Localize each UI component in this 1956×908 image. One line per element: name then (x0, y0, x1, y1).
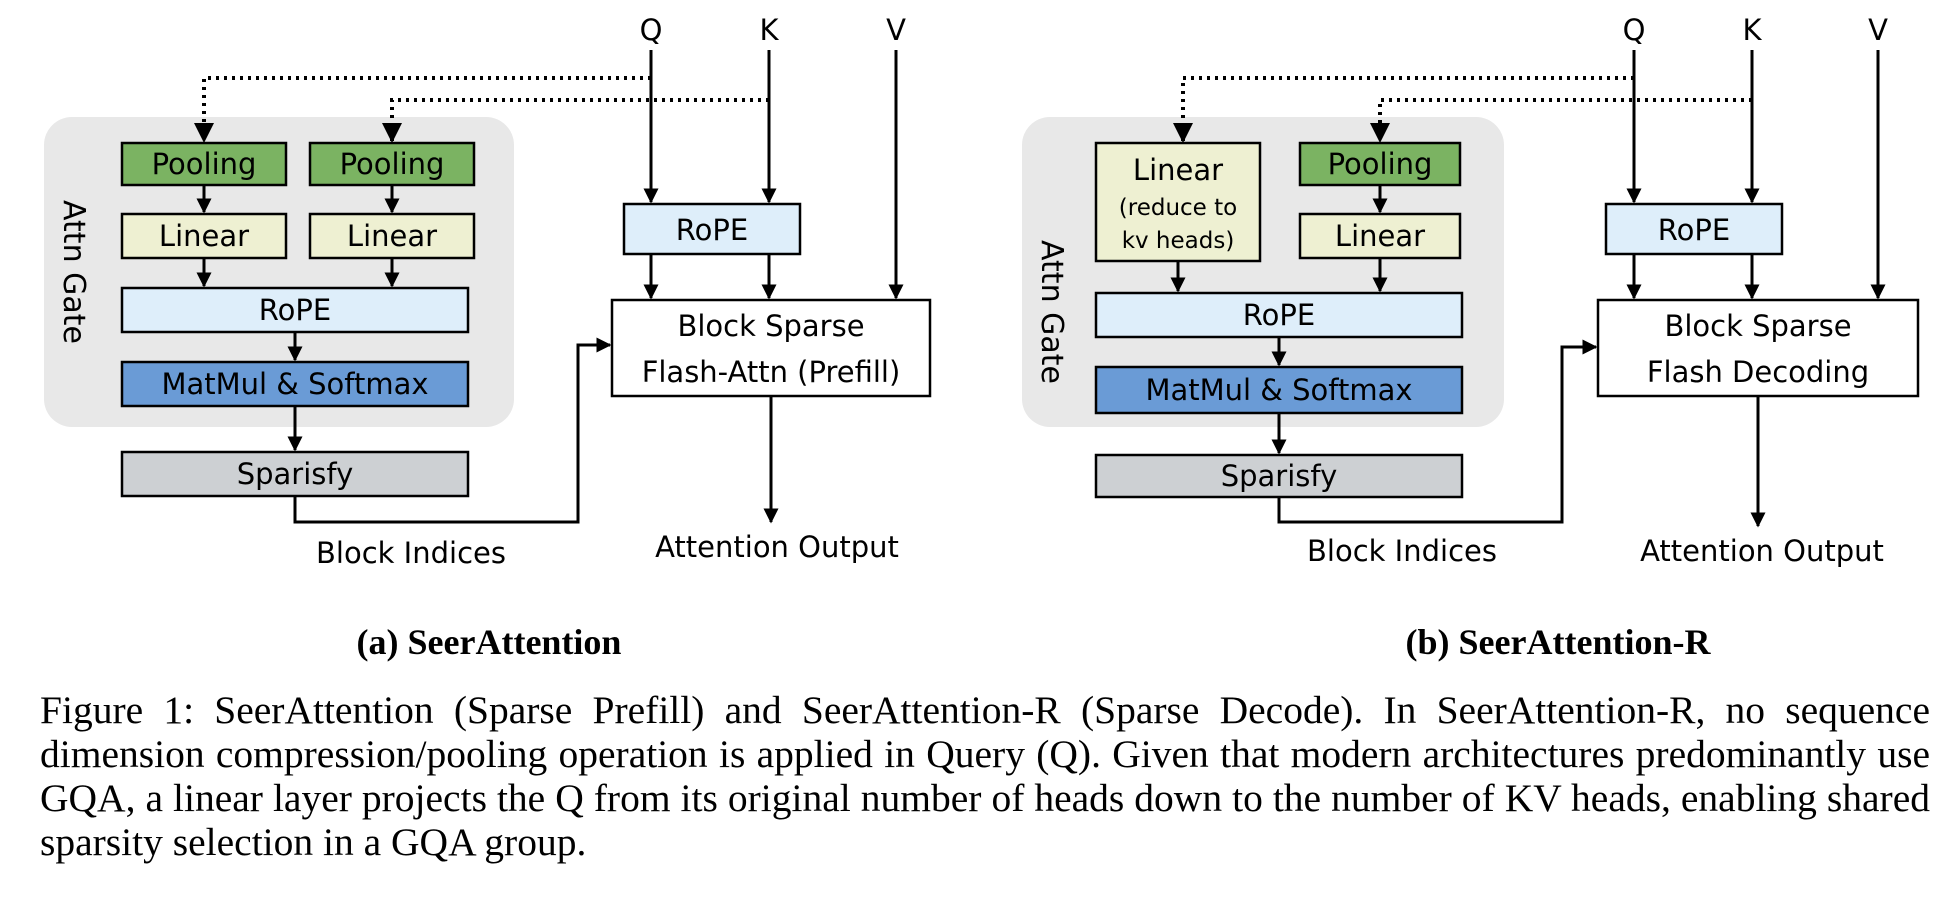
linear-reduce-line3: kv heads) (1122, 228, 1235, 254)
attn-gate-label: Attn Gate (56, 200, 91, 344)
linear-reduce-box (1094, 141, 1262, 263)
rope-main-box-r (1604, 202, 1784, 256)
block-sparse-attn-line2: Flash-Attn (Prefill) (642, 355, 901, 389)
linear-k-box-r (1298, 212, 1462, 260)
linear-reduce-line1: Linear (1133, 153, 1223, 187)
panel-seerattention: Attn Gate Q K V Pooling Pooling Linear L… (44, 13, 932, 662)
linear-reduce-line2: (reduce to (1119, 195, 1237, 221)
block-indices-label-r: Block Indices (1307, 534, 1497, 568)
block-indices-path-r (1277, 339, 1598, 524)
rope-main-text-r: RoPE (1658, 213, 1730, 247)
rope-gate-text-r: RoPE (1243, 298, 1315, 332)
pooling-q-box (120, 141, 288, 187)
input-k-label: K (759, 13, 779, 47)
sparsify-text-r: Sparisfy (1221, 459, 1338, 493)
sparsify-text: Sparisfy (237, 457, 354, 491)
block-indices-path (293, 337, 612, 524)
sparsify-box (120, 450, 470, 498)
q-dotted-tap-r (1173, 76, 1634, 143)
input-v-label-r: V (1868, 13, 1888, 47)
input-q-label-r: Q (1623, 13, 1646, 47)
figure-diagram: Attn Gate Q K V Pooling Pooling Linear L… (44, 13, 1920, 662)
block-sparse-attn-line1: Block Sparse (677, 309, 864, 343)
rope-gate-box (120, 286, 470, 334)
matmul-softmax-box (120, 360, 470, 408)
attn-gate-label-r: Attn Gate (1034, 240, 1069, 384)
attention-output-label: Attention Output (655, 530, 899, 564)
block-sparse-decode-line2: Flash Decoding (1647, 355, 1869, 389)
q-dotted-tap (194, 76, 651, 143)
attention-output-label-r: Attention Output (1640, 534, 1884, 568)
pooling-q-text: Pooling (152, 147, 257, 181)
k-dotted-tap (382, 98, 769, 143)
panel-seerattention-r: Attn Gate Q K V Linear (reduce to kv hea… (1022, 13, 1920, 662)
block-sparse-decode-line1: Block Sparse (1664, 309, 1851, 343)
sparsify-box-r (1094, 453, 1464, 499)
attn-gate-background (44, 117, 514, 427)
input-q-label: Q (640, 13, 663, 47)
pooling-k-text: Pooling (340, 147, 445, 181)
subfigure-a-title: (a) SeerAttention (357, 622, 622, 662)
rope-main-box (622, 202, 802, 256)
matmul-softmax-text: MatMul & Softmax (161, 367, 428, 401)
linear-k-text-r: Linear (1335, 219, 1425, 253)
pooling-k-box-r (1298, 141, 1462, 187)
matmul-softmax-text-r: MatMul & Softmax (1145, 373, 1412, 407)
block-sparse-decode-box (1596, 298, 1920, 398)
linear-q-text: Linear (159, 219, 249, 253)
pooling-k-text-r: Pooling (1328, 147, 1433, 181)
block-indices-label: Block Indices (316, 536, 506, 570)
rope-gate-box-r (1094, 291, 1464, 339)
input-v-label: V (886, 13, 906, 47)
linear-k-text: Linear (347, 219, 437, 253)
matmul-softmax-box-r (1094, 365, 1464, 415)
rope-gate-text: RoPE (259, 293, 331, 327)
subfigure-b-title: (b) SeerAttention-R (1406, 622, 1712, 662)
block-sparse-attn-box (610, 298, 932, 398)
input-k-label-r: K (1742, 13, 1762, 47)
figure-caption: Figure 1: SeerAttention (Sparse Prefill)… (40, 688, 1930, 864)
rope-main-text: RoPE (676, 213, 748, 247)
